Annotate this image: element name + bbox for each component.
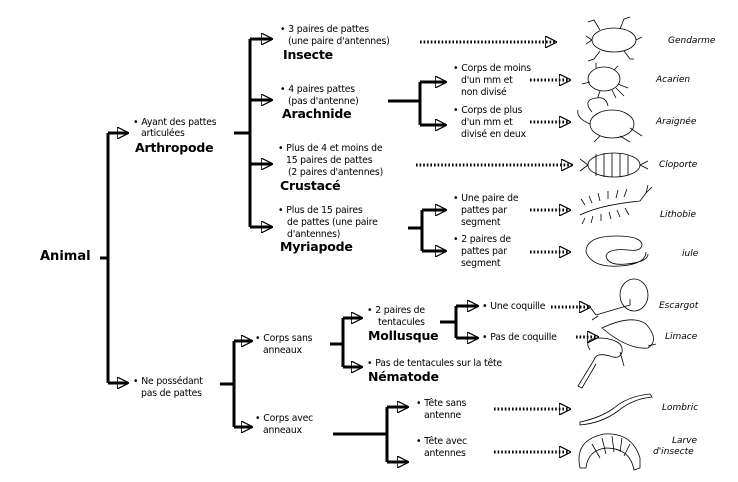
criterion-escargot: Une coquille: [482, 301, 545, 312]
criterion-sans-pattes-l1: Ne possédant: [133, 376, 203, 387]
criterion-lithobie-l3: segment: [461, 217, 501, 228]
group-mollusque: Mollusque: [368, 328, 439, 343]
group-myriapode: Myriapode: [280, 239, 353, 254]
criterion-lombric-l1: Tête sans: [416, 398, 466, 409]
criterion-araignee-l2: d'un mm et: [461, 117, 513, 128]
species-larve-l2: d'insecte: [653, 447, 694, 457]
criterion-myriapode-l1: Plus de 15 paires: [278, 205, 362, 216]
cloporte-illustration: [579, 152, 649, 178]
criterion-araignee-l1: Corps de plus: [453, 105, 522, 116]
species-gendarme: Gendarme: [668, 36, 716, 46]
criterion-crustace-l2: 15 paires de pattes: [286, 155, 373, 166]
group-arthropode: Arthropode: [135, 140, 214, 155]
criterion-sans-anneaux-l1: Corps sans: [255, 333, 312, 344]
criterion-acarien-l3: non divisé: [461, 87, 507, 98]
criterion-mollusque-l2: tentacules: [378, 317, 425, 328]
criterion-lombric-l2: antenne: [424, 410, 462, 421]
criterion-nematode: Pas de tentacules sur la tête: [367, 358, 502, 369]
criterion-larve-l2: antennes: [424, 448, 466, 459]
criterion-sans-anneaux-l2: anneaux: [263, 345, 302, 356]
criterion-crustace-l3: (2 paires d'antennes): [288, 167, 384, 178]
criterion-insecte-l1: 3 paires de pattes: [280, 24, 369, 35]
criterion-limace: Pas de coquille: [482, 332, 557, 343]
limace-illustration: [601, 319, 657, 349]
criterion-araignee-l3: divisé en deux: [461, 129, 526, 140]
connector-arthropode: [234, 39, 272, 227]
group-insecte: Insecte: [283, 47, 333, 62]
species-acarien: Acarien: [656, 75, 691, 85]
connector-sans-anneaux: [330, 318, 362, 367]
criterion-acarien-l1: Corps de moins: [453, 63, 531, 74]
criterion-acarien-l2: d'un mm et: [461, 75, 513, 86]
escargot-illustration: [589, 278, 649, 321]
larve-insecte-illustration: [578, 433, 641, 471]
criterion-insecte-l2: (une paire d'antennes): [288, 36, 390, 47]
criterion-lithobie-l2: pattes par: [461, 205, 507, 216]
lithobie-illustration: [579, 184, 653, 225]
root-label: Animal: [40, 249, 91, 264]
criterion-iule-l2: pattes par: [461, 246, 507, 257]
criterion-avec-anneaux-l1: Corps avec: [255, 413, 313, 424]
connector-arachnide: [388, 82, 446, 125]
connector-myriapode: [408, 210, 446, 251]
criterion-myriapode-l3: d'antennes): [287, 229, 341, 240]
species-escargot: Escargot: [659, 301, 699, 311]
criterion-larve-l1: Tête avec: [416, 436, 467, 447]
criterion-mollusque-l1: 2 paires de: [367, 305, 425, 316]
iule-illustration: [585, 235, 649, 267]
criterion-arthropode-l1: Ayant des pattes: [133, 117, 216, 128]
group-nematode: Nématode: [368, 369, 439, 384]
criterion-lithobie-l1: Une paire de: [453, 193, 518, 204]
connector-avec-anneaux: [333, 407, 408, 462]
group-crustace: Crustacé: [280, 178, 341, 193]
species-araignee: Araignée: [656, 117, 697, 127]
connector-animal: [100, 133, 128, 383]
species-cloporte: Cloporte: [659, 160, 698, 170]
species-lombric: Lombric: [662, 403, 699, 413]
criterion-arachnide-l2: (pas d'antenne): [288, 96, 359, 107]
gendarme-illustration: [585, 16, 643, 62]
connector-sans-pattes: [220, 341, 252, 427]
nematode-illustration: [577, 337, 625, 389]
criterion-myriapode-l2: de pattes (une paire: [287, 217, 378, 228]
species-larve-l1: Larve: [672, 436, 698, 446]
criterion-arachnide-l1: 4 paires pattes: [280, 84, 355, 95]
species-iule: iule: [682, 249, 699, 259]
criterion-sans-pattes-l2: pas de pattes: [141, 388, 202, 399]
species-limace: Limace: [665, 332, 698, 342]
group-arachnide: Arachnide: [282, 106, 352, 121]
araignee-illustration: [577, 97, 643, 143]
lombric-illustration: [579, 393, 653, 426]
connector-mollusque: [440, 306, 478, 338]
species-lithobie: Lithobie: [660, 210, 697, 220]
criterion-arthropode-l2: articulées: [141, 128, 185, 139]
criterion-crustace-l1: Plus de 4 et moins de: [278, 143, 382, 154]
acarien-illustration: [581, 63, 629, 99]
criterion-iule-l1: 2 paires de: [453, 234, 511, 245]
criterion-iule-l3: segment: [461, 258, 501, 269]
criterion-avec-anneaux-l2: anneaux: [263, 425, 302, 436]
